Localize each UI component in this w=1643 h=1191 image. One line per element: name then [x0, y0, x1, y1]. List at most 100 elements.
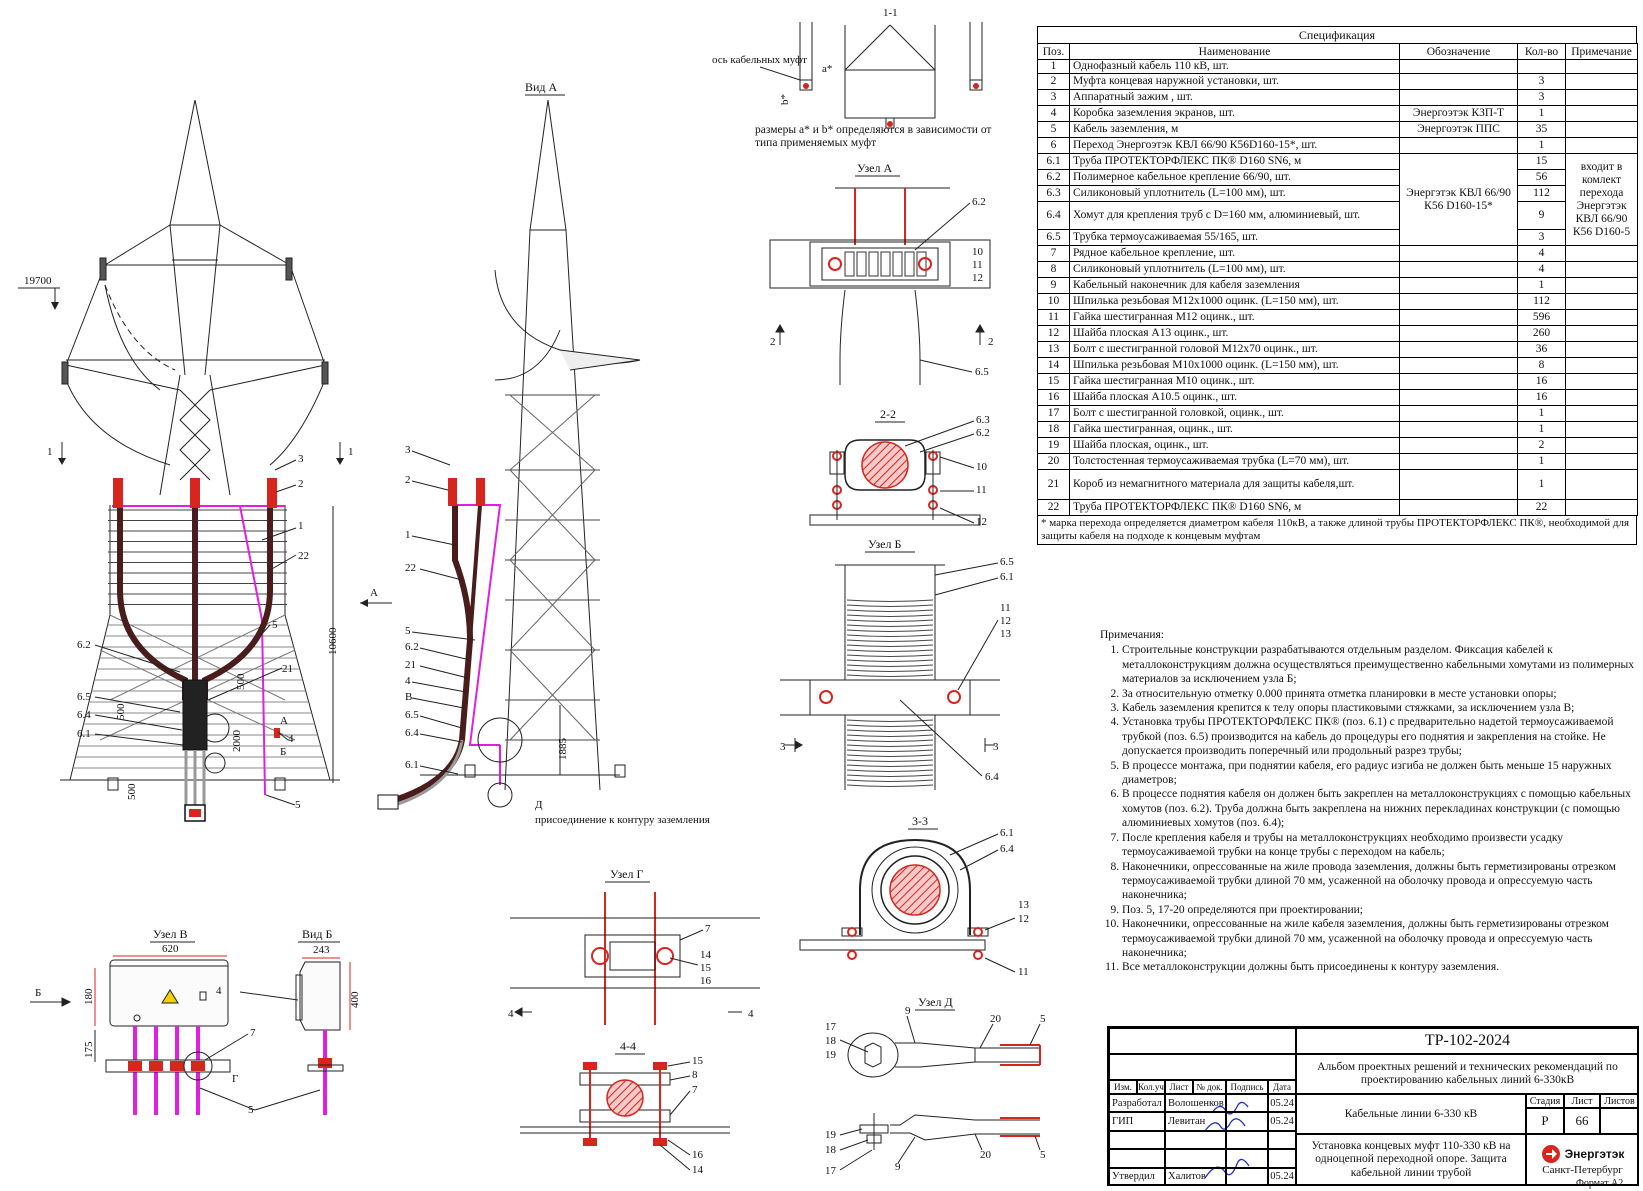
svg-text:1: 1 [298, 520, 304, 532]
spec-note [1565, 59, 1638, 74]
svg-text:21: 21 [405, 659, 416, 671]
spec-qty: 260 [1517, 325, 1566, 342]
view-b-height: 400 [349, 991, 361, 1008]
spec-note [1565, 437, 1638, 454]
svg-text:20: 20 [990, 1013, 1002, 1025]
spec-pos: 14 [1037, 357, 1070, 374]
node-g: Узел Г 4 4 7 14 15 16 [508, 867, 760, 1025]
sheet-value: 66 [1564, 1108, 1600, 1134]
svg-text:11: 11 [972, 259, 983, 271]
spec-code [1399, 293, 1518, 310]
spec-qty: 8 [1517, 357, 1566, 374]
svg-text:6.5: 6.5 [77, 691, 91, 703]
svg-text:3: 3 [405, 444, 411, 456]
svg-text:4: 4 [405, 675, 411, 687]
pipe-corrugation [846, 744, 934, 747]
role-date: 05.24 [1268, 1167, 1296, 1186]
stage-value: Р [1526, 1108, 1564, 1134]
spec-qty: 596 [1517, 309, 1566, 326]
node-a: Узел А 2 2 6.2 10 11 12 6.5 [769, 161, 994, 385]
spec-name: Толстостенная термоусаживаемая трубка (L… [1069, 453, 1400, 470]
pipe-corrugation [846, 649, 934, 652]
a-label: a* [822, 63, 832, 75]
view-arrow-a: А [370, 587, 378, 599]
note-item: Поз. 5, 17-20 определяются при проектиро… [1122, 903, 1640, 917]
node-label-g: Г [232, 1073, 238, 1085]
spec-code [1399, 453, 1518, 470]
spec-code [1399, 421, 1518, 438]
spec-code [1399, 437, 1518, 454]
col-date: Дата [1268, 1080, 1296, 1094]
role-signature [1226, 1130, 1268, 1150]
spec-name: Гайка шестигранная М12 оцинк., шт. [1069, 309, 1400, 326]
role-signature [1226, 1167, 1268, 1186]
spec-header-qty: Кол-во [1517, 43, 1566, 60]
role-date: 05.24 [1268, 1112, 1296, 1131]
pipe-corrugation [846, 599, 934, 602]
spec-name: Шпилька резьбовая М10х1000 оцинк. (L=150… [1069, 357, 1400, 374]
spec-group-note: входит в комлект перехода Энергэтэк КВЛ … [1565, 153, 1638, 246]
node-v-title: Узел В [153, 927, 188, 941]
pipe-corrugation [846, 734, 934, 737]
spec-qty: 15 [1517, 153, 1566, 170]
sheet-title: Установка концевых муфт 110-330 кВ на од… [1296, 1134, 1526, 1186]
sheet-header: Лист [1564, 1094, 1600, 1108]
note-item: Все металлоконструкции должны быть присо… [1122, 960, 1640, 974]
view-b-title: Вид Б [302, 927, 333, 941]
spec-note [1565, 89, 1638, 106]
spec-footnote: * марка перехода определяется диаметром … [1037, 516, 1637, 545]
clamp-cell [916, 251, 927, 277]
node-g-title: Узел Г [610, 867, 643, 881]
svg-text:13: 13 [1000, 628, 1012, 640]
spec-pos: 11 [1037, 309, 1070, 326]
spec-name: Гайка шестигранная, оцинк., шт. [1069, 421, 1400, 438]
note-item: За относительную отметку 0.000 принята о… [1122, 687, 1640, 701]
spec-name: Трубка термоусаживаемая 55/165, шт. [1069, 229, 1400, 246]
svg-text:5: 5 [248, 1104, 254, 1116]
col-doc: № док. [1193, 1080, 1226, 1094]
node-label-a: А [280, 715, 288, 727]
view-a-cables [377, 478, 523, 810]
spec-qty: 1 [1517, 469, 1566, 500]
company-name: Энергэтэк [1564, 1147, 1625, 1161]
spec-note [1565, 469, 1638, 500]
clamp-cell [892, 251, 903, 277]
svg-text:6.5: 6.5 [975, 366, 989, 378]
spec-note [1565, 277, 1638, 294]
section-3-3: 3-3 6.1 6.4 13 12 11 [799, 814, 1030, 978]
pipe-corrugation [846, 624, 934, 627]
role-signature [1226, 1112, 1268, 1131]
clamp-cell [856, 251, 867, 277]
spec-qty: 1 [1517, 453, 1566, 470]
svg-text:3: 3 [298, 453, 304, 465]
spec-qty: 36 [1517, 341, 1566, 358]
node-b-section-right: 3 [993, 741, 999, 753]
note-item: Установка трубы ПРОТЕКТОРФЛЕКС ПК® (поз.… [1122, 715, 1640, 758]
spec-name: Полимерное кабельное крепление 66/90, шт… [1069, 169, 1400, 186]
svg-text:6.2: 6.2 [405, 641, 419, 653]
svg-text:4: 4 [288, 733, 294, 745]
spec-name: Шайба плоская А10.5 оцинк., шт. [1069, 389, 1400, 406]
spec-qty: 1 [1517, 277, 1566, 294]
svg-text:8: 8 [692, 1069, 698, 1081]
spec-code [1399, 325, 1518, 342]
spec-code [1399, 341, 1518, 358]
svg-text:11: 11 [976, 484, 987, 496]
svg-text:10: 10 [976, 461, 988, 473]
node-b-title: Узел Б [868, 537, 901, 551]
svg-text:5: 5 [272, 619, 278, 631]
view-b: Вид Б 243 400 [239, 927, 361, 1115]
spec-code [1399, 277, 1518, 294]
spec-pos: 2 [1037, 73, 1070, 90]
svg-text:6.5: 6.5 [405, 709, 419, 721]
pipe-corrugation [846, 639, 934, 642]
spec-pos: 15 [1037, 373, 1070, 390]
